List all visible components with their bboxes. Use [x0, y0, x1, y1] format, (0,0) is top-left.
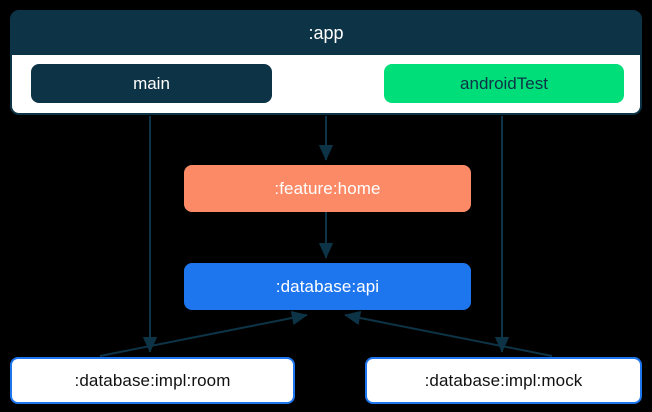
node-database-impl-mock[interactable]: :database:impl:mock [365, 357, 642, 404]
app-source-sets: main androidTest [12, 55, 640, 113]
edge-database-impl-mock-to-database-api [344, 310, 553, 357]
node-app-label: :app [308, 23, 344, 43]
node-main[interactable]: main [31, 64, 272, 103]
edge-database-impl-room-to-database-api [99, 310, 308, 357]
node-androidtest-label: androidTest [460, 73, 548, 93]
node-database-impl-room[interactable]: :database:impl:room [10, 357, 295, 404]
node-feature-home-label: :feature:home [274, 178, 381, 198]
node-database-api[interactable]: :database:api [184, 263, 471, 310]
node-androidtest[interactable]: androidTest [384, 64, 624, 103]
node-database-impl-mock-label: :database:impl:mock [424, 370, 583, 390]
node-main-label: main [133, 73, 170, 93]
node-feature-home[interactable]: :feature:home [184, 165, 471, 212]
node-app-container[interactable]: :app main androidTest [10, 10, 642, 115]
node-database-impl-room-label: :database:impl:room [74, 370, 231, 390]
node-database-api-label: :database:api [275, 276, 380, 296]
